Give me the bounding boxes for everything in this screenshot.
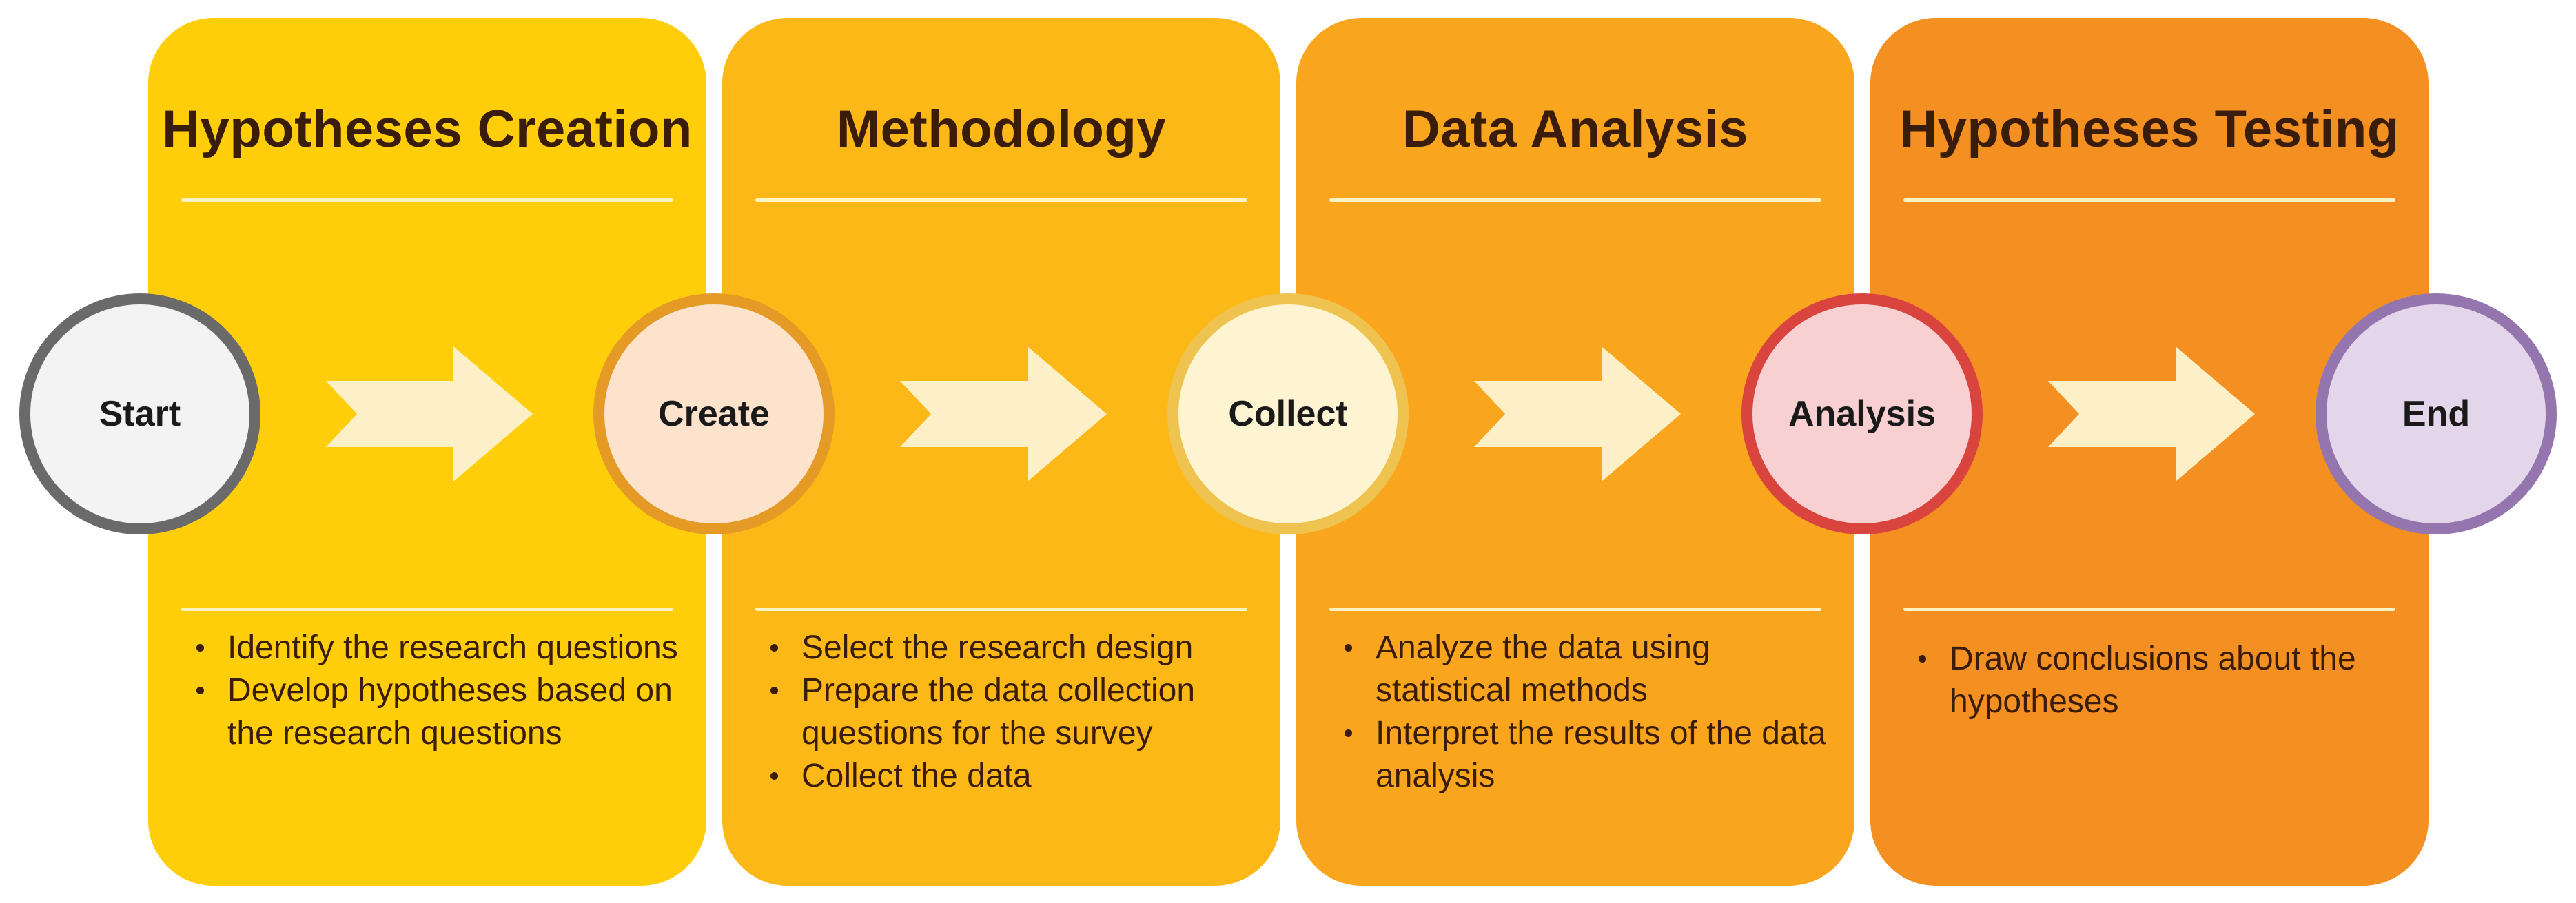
bullet-item: Draw conclusions about the hypotheses (1919, 638, 2409, 723)
divider (755, 198, 1247, 202)
node-label: Create (658, 394, 770, 434)
node-end: End (2316, 293, 2557, 534)
stage-bullet-list: Analyze the data using statistical metho… (1338, 627, 1835, 798)
arrow-right-icon (2048, 346, 2255, 481)
node-start: Start (19, 293, 260, 534)
stage-title: Methodology (836, 100, 1167, 158)
node-label: Analysis (1788, 394, 1936, 434)
bullet-item: Identify the research questions (196, 627, 687, 670)
node-label: Collect (1228, 394, 1348, 434)
node-create: Create (593, 293, 835, 534)
bullet-item: Prepare the data collection questions fo… (770, 670, 1261, 755)
bullet-item: Interpret the results of the data analys… (1345, 712, 1835, 798)
bullet-item: Collect the data (770, 755, 1261, 798)
stage-title: Hypotheses Creation (162, 100, 693, 158)
arrow-right-icon (326, 346, 533, 481)
divider (1903, 198, 2395, 202)
stage-bullet-list: Identify the research questions Develop … (190, 627, 687, 755)
stage-bullet-list: Select the research design Prepare the d… (764, 627, 1261, 798)
divider (1329, 608, 1821, 611)
node-collect: Collect (1167, 293, 1409, 534)
node-analysis: Analysis (1741, 293, 1983, 534)
divider (755, 608, 1247, 611)
stage-bullet-list: Draw conclusions about the hypotheses (1912, 638, 2409, 723)
node-label: Start (99, 394, 181, 434)
divider (181, 198, 673, 202)
bullet-item: Select the research design (770, 627, 1261, 670)
stage-title: Data Analysis (1402, 100, 1749, 158)
bullet-item: Analyze the data using statistical metho… (1345, 627, 1835, 712)
node-label: End (2402, 394, 2471, 434)
stage-title: Hypotheses Testing (1899, 100, 2400, 158)
divider (1329, 198, 1821, 202)
arrow-right-icon (900, 346, 1107, 481)
bullet-item: Develop hypotheses based on the research… (196, 670, 687, 755)
divider (181, 608, 673, 611)
arrow-right-icon (1474, 346, 1681, 481)
divider (1903, 608, 2395, 611)
